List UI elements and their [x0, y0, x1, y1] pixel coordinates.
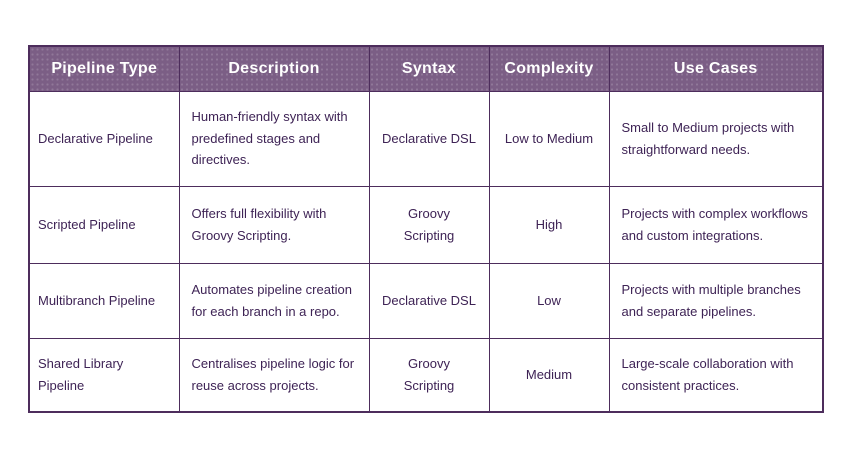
cell-use-cases: Large-scale collaboration with consisten… — [608, 337, 824, 413]
cell-syntax: Declarative DSL — [368, 90, 490, 187]
cell-complexity: Medium — [488, 337, 610, 413]
cell-pipeline-type: Multibranch Pipeline — [28, 262, 180, 339]
cell-description: Human-friendly syntax with predefined st… — [178, 90, 370, 187]
cell-use-cases: Projects with complex workflows and cust… — [608, 185, 824, 264]
cell-pipeline-type: Declarative Pipeline — [28, 90, 180, 187]
comparison-table: Pipeline Type Description Syntax Complex… — [28, 45, 824, 413]
cell-complexity: Low — [488, 262, 610, 339]
table-row: Multibranch Pipeline Automates pipeline … — [28, 262, 824, 339]
column-header-pipeline-type: Pipeline Type — [28, 45, 180, 92]
cell-description: Offers full flexibility with Groovy Scri… — [178, 185, 370, 264]
table-row: Scripted Pipeline Offers full flexibilit… — [28, 185, 824, 264]
cell-description: Centralises pipeline logic for reuse acr… — [178, 337, 370, 413]
cell-pipeline-type: Shared Library Pipeline — [28, 337, 180, 413]
column-header-use-cases: Use Cases — [608, 45, 824, 92]
cell-complexity: Low to Medium — [488, 90, 610, 187]
cell-pipeline-type: Scripted Pipeline — [28, 185, 180, 264]
cell-description: Automates pipeline creation for each bra… — [178, 262, 370, 339]
cell-syntax: Groovy Scripting — [368, 337, 490, 413]
table-row: Shared Library Pipeline Centralises pipe… — [28, 337, 824, 413]
cell-complexity: High — [488, 185, 610, 264]
cell-use-cases: Projects with multiple branches and sepa… — [608, 262, 824, 339]
cell-syntax: Declarative DSL — [368, 262, 490, 339]
column-header-syntax: Syntax — [368, 45, 490, 92]
column-header-complexity: Complexity — [488, 45, 610, 92]
column-header-description: Description — [178, 45, 370, 92]
pipeline-comparison-table: Pipeline Type Description Syntax Complex… — [28, 45, 824, 413]
cell-use-cases: Small to Medium projects with straightfo… — [608, 90, 824, 187]
cell-syntax: Groovy Scripting — [368, 185, 490, 264]
table-header-row: Pipeline Type Description Syntax Complex… — [28, 45, 824, 92]
table-row: Declarative Pipeline Human-friendly synt… — [28, 90, 824, 187]
